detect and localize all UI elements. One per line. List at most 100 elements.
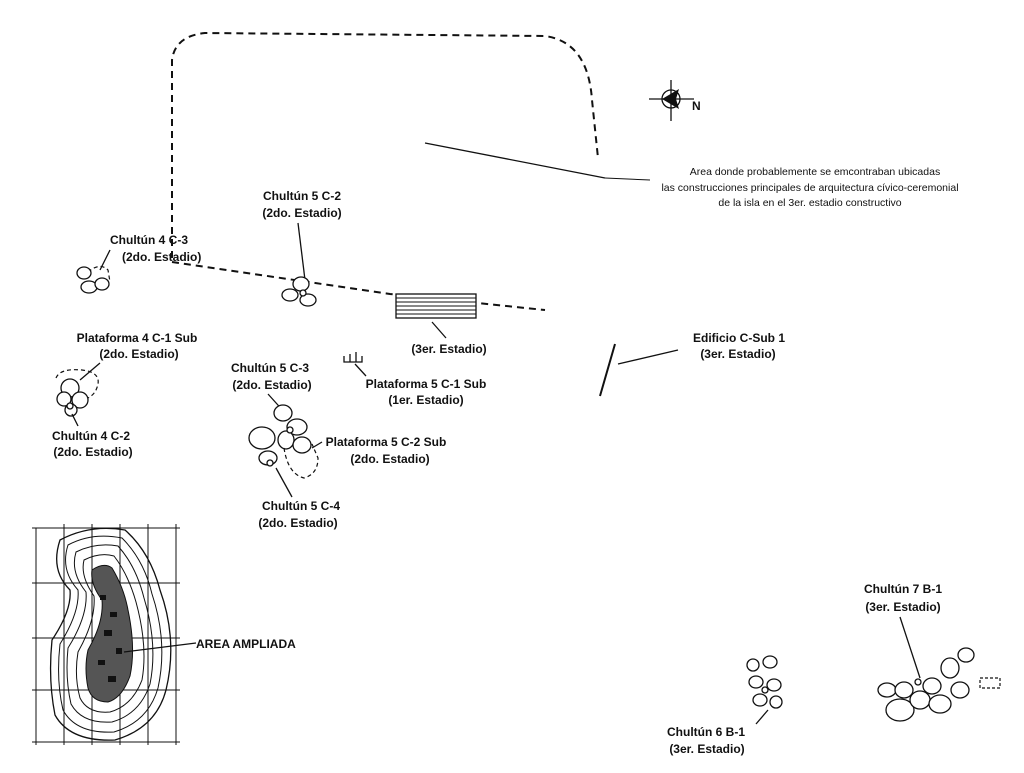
chultun-7b1-lobe: [877, 682, 897, 698]
chultun-4c3: Chultún 4 C-3 (2do. Estadio): [76, 233, 201, 294]
chultun-5c-cluster: [248, 404, 312, 467]
stage3-structure-leader: [431, 321, 447, 339]
chultun-5c-lobe: [273, 404, 293, 422]
chultun-4c2: Chultún 4 C-2 (2do. Estadio): [52, 378, 133, 459]
platform-5c2-leader: [311, 441, 323, 449]
chultun-5c2-name: Chultún 5 C-2: [263, 189, 341, 203]
chultun-7b1-leader: [899, 616, 921, 679]
inset-island-contour: [66, 544, 154, 723]
inset-building: [116, 648, 122, 654]
chultun-5c-lobe: [292, 436, 312, 454]
edificio-csub1-leader: [617, 349, 679, 365]
chultun-7b1-lobe: [909, 690, 931, 710]
chultun-6b1-lobe: [762, 655, 778, 669]
chultun-6b1-lobe: [752, 693, 768, 707]
chultun-4c2-leader: [71, 413, 79, 427]
inset-island-contour: [58, 535, 163, 733]
chultun-4c3-lobe: [94, 277, 110, 291]
platform-4c1-stage: (2do. Estadio): [99, 347, 178, 361]
chultun-4c3-name: Chultún 4 C-3: [110, 233, 188, 247]
inset-building: [104, 630, 112, 636]
chultun-4c2-stage: (2do. Estadio): [53, 445, 132, 459]
stage3-structure: (3er. Estadio): [395, 293, 487, 356]
chultun-4c3-lobe: [76, 266, 92, 280]
chultun-5c2-lobe: [292, 276, 310, 292]
edificio-csub1-wall: [599, 343, 616, 397]
chultun-6b1: Chultún 6 B-1 (3er. Estadio): [667, 655, 783, 756]
chultun-7b1-lobe: [940, 657, 960, 679]
chultun-4c3-stage: (2do. Estadio): [122, 250, 201, 264]
chultun-6b1-lobe: [748, 675, 764, 689]
platform-5c1-name: Plataforma 5 C-1 Sub: [366, 377, 487, 391]
chultun-4c2-lobe: [71, 391, 89, 409]
area-note-leader: [604, 177, 651, 181]
chultun-7b1-lobe: [950, 681, 970, 699]
chultun-5c2-lobe: [281, 288, 299, 302]
chultun-6b1-stage: (3er. Estadio): [669, 742, 744, 756]
chultun-5c4-leader: [275, 467, 293, 498]
platform-5c2-stage: (2do. Estadio): [350, 452, 429, 466]
chultun-7b1-lobe: [894, 681, 914, 699]
edificio-csub1-name: Edificio C-Sub 1: [693, 331, 785, 345]
platform-5c1-stage: (1er. Estadio): [388, 393, 463, 407]
platform-4c1-name: Plataforma 4 C-1 Sub: [77, 331, 198, 345]
chultun-7b1-stage: (3er. Estadio): [865, 600, 940, 614]
chultun-5c-lobe: [277, 430, 295, 450]
inset-building: [108, 676, 116, 682]
inset-island-contour: [75, 554, 145, 713]
chultun-6b1-leader: [755, 709, 769, 725]
platform-5c2-outline: [283, 443, 319, 479]
chultun-5c2-lobe: [299, 293, 317, 307]
chultun-6b1-mouth: [761, 686, 769, 694]
platform-4c1-outline: [55, 369, 99, 399]
ceremonial-area-boundary: [171, 31, 599, 258]
chultun-5c3-name: Chultún 5 C-3: [231, 361, 309, 375]
chultun-5c4-name: Chultún 5 C-4: [262, 499, 340, 513]
chultun-4c2-lobe: [56, 391, 72, 407]
chultun-6b1-lobe: [769, 695, 783, 709]
chultun-5c2-stage: (2do. Estadio): [262, 206, 341, 220]
north-arrow: N: [649, 80, 701, 121]
chultun-5c2-mouth: [299, 289, 307, 297]
chultun-4c2-name: Chultún 4 C-2: [52, 429, 130, 443]
stage3-structure-stage: (3er. Estadio): [411, 342, 486, 356]
solid-wall-segment: [424, 142, 606, 179]
inset-leader: [123, 642, 197, 653]
chultun-7b1: Chultún 7 B-1 (3er. Estadio): [864, 582, 1001, 722]
chultun-5c4: Chultún 5 C-4 (2do. Estadio): [258, 467, 340, 530]
chultun-5c3-stage: (2do. Estadio): [232, 378, 311, 392]
platform-5c1-leader: [354, 363, 367, 377]
platform-5c1-outline: [343, 352, 363, 363]
inset-location-map: AREA AMPLIADA: [32, 524, 296, 745]
chultun-7b1-lobe: [957, 647, 975, 663]
platform-4c1: Plataforma 4 C-1 Sub (2do. Estadio): [55, 331, 198, 399]
area-note-line-1: Area donde probablemente se emcontraban …: [690, 166, 940, 178]
platform-5c1: Plataforma 5 C-1 Sub (1er. Estadio): [343, 352, 487, 407]
chultun-5c4-stage: (2do. Estadio): [258, 516, 337, 530]
edificio-csub1: Edificio C-Sub 1 (3er. Estadio): [599, 331, 785, 397]
platform-5c2-name: Plataforma 5 C-2 Sub: [326, 435, 447, 449]
chultun-5c-lobe: [248, 426, 276, 450]
central-dashed-wall: [171, 261, 546, 311]
area-note-line-2: las construcciones principales de arquit…: [661, 182, 958, 194]
chultun-6b1-lobe: [766, 678, 782, 692]
inset-island-contour: [49, 527, 172, 741]
chultun-5c3: Chultún 5 C-3 (2do. Estadio): [231, 361, 312, 415]
chultun-7b1-lobe: [928, 694, 952, 714]
chultun-5c2: Chultún 5 C-2 (2do. Estadio): [262, 189, 342, 307]
inset-building: [98, 660, 105, 665]
chultun-7b1-name: Chultún 7 B-1: [864, 582, 942, 596]
chultun-7b1-annex: [979, 677, 1001, 689]
inset-building: [100, 595, 106, 600]
north-arrow-point: [662, 89, 679, 109]
chultun-5c2-leader: [297, 222, 306, 281]
chultun-6b1-name: Chultún 6 B-1: [667, 725, 745, 739]
platform-5c2: Plataforma 5 C-2 Sub (2do. Estadio): [283, 435, 447, 479]
chultun-7b1-mouth: [914, 678, 922, 686]
area-note-line-3: de la isla en el 3er. estadio constructi…: [718, 197, 901, 209]
chultun-5c-mouth: [266, 459, 274, 467]
north-arrow-letter: N: [692, 99, 701, 113]
chultun-7b1-lobe: [885, 698, 915, 722]
